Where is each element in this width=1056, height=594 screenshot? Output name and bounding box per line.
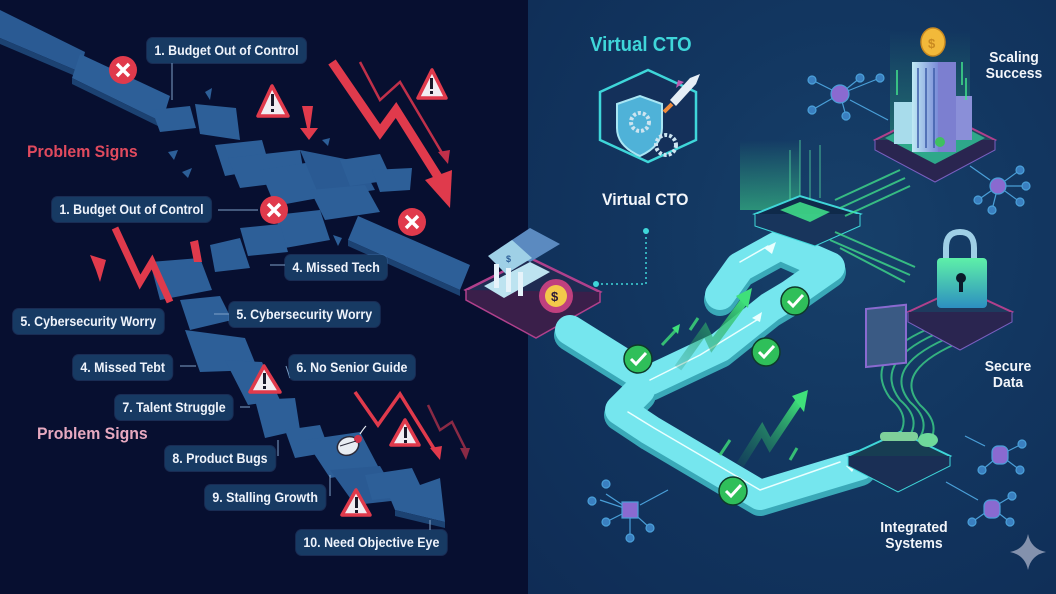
down-trend-arrow-head: [430, 446, 442, 460]
problem-label-talent: 7. Talent Struggle: [115, 395, 234, 420]
building-icon: $: [872, 27, 998, 183]
down-trend-arrow-head: [438, 150, 450, 164]
problem-signs-heading: Problem Signs: [27, 142, 138, 161]
down-trend-arrow-icon: [328, 59, 444, 183]
problem-label-missed-tebt: 4. Missed Tebt: [73, 355, 173, 380]
warning-triangle-icon: [248, 364, 282, 394]
problem-label-growth: 9. Stalling Growth: [205, 485, 326, 510]
scaling-success-label: Scaling Success: [981, 50, 1048, 82]
integrated-systems-line1: Integrated: [880, 519, 948, 536]
database-node-icon: [945, 481, 1017, 527]
sparkle-icon: [1010, 534, 1046, 570]
svg-text:$: $: [928, 36, 936, 51]
network-node-icon: [587, 479, 669, 543]
secure-data-line2: Data: [992, 374, 1024, 391]
problem-label-senior-guide: 6. No Senior Guide: [289, 355, 415, 380]
problem-label-cybersecurity: 5. Cybersecurity Worry: [229, 302, 380, 327]
database-node-icon: [964, 435, 1027, 475]
problem-label-objective-eye: 10. Need Objective Eye: [296, 530, 447, 555]
path-arrow: [752, 312, 762, 322]
down-trend-arrow-head: [460, 448, 470, 460]
down-trend-arrow-icon: [111, 226, 174, 304]
check-circle-icon: [623, 344, 653, 374]
warning-triangle-icon: [416, 68, 448, 100]
integrated-systems-line2: Systems: [885, 535, 943, 552]
up-trend-arrow-icon: [718, 390, 808, 468]
problem-signs-heading: Problem Signs: [37, 424, 148, 443]
x-circle-icon: [109, 56, 137, 84]
down-trend-arrow-icon: [353, 390, 438, 453]
down-trend-arrow-icon: [426, 404, 468, 451]
check-circle-icon: [751, 337, 781, 367]
scaling-success-line1: Scaling: [989, 49, 1039, 66]
down-trend-arrow-icon: [358, 61, 447, 159]
problem-label-budget: 1. Budget Out of Control: [52, 197, 211, 222]
problem-label-bugs: 8. Product Bugs: [165, 446, 275, 471]
label-connectors: [171, 63, 431, 530]
up-trend-arrow-icon: [660, 288, 752, 371]
warning-triangle-icon: [389, 418, 421, 447]
down-trend-arrow-head: [425, 170, 452, 208]
lock-icon: [905, 228, 1015, 351]
virtual-cto-title: Virtual CTO: [590, 34, 692, 56]
check-circle-icon: [718, 476, 748, 506]
success-path: [554, 230, 876, 516]
integrated-systems-label: Integrated Systems: [869, 520, 958, 552]
broken-path: [0, 10, 470, 528]
down-arrow-icon: [300, 106, 318, 140]
secure-data-line1: Secure: [984, 358, 1032, 375]
bug-icon: [336, 425, 367, 457]
problem-label-budget: 1. Budget Out of Control: [147, 38, 306, 63]
broken-shard-red: [190, 240, 202, 262]
svg-text:$: $: [551, 289, 559, 304]
scaling-success-line2: Success: [985, 65, 1043, 82]
shield-gears-rocket-icon: [598, 68, 700, 164]
check-circle-icon: [780, 286, 810, 316]
warning-triangle-icon: [256, 84, 290, 118]
x-circle-icon: [398, 208, 426, 236]
integration-window-icon: [845, 303, 953, 493]
svg-text:$: $: [506, 254, 511, 264]
virtual-cto-caption: Virtual CTO: [602, 190, 689, 209]
network-node-icon: [807, 73, 889, 121]
data-stream: [829, 169, 916, 283]
broken-shard-red: [90, 255, 106, 282]
secure-data-label: Secure Data: [978, 359, 1038, 391]
data-hub-platform: [740, 140, 863, 247]
network-node-icon: [969, 165, 1031, 215]
bank-icon: $ $: [463, 228, 603, 339]
problem-label-missed-tech: 4. Missed Tech: [285, 255, 388, 280]
warning-triangle-icon: [340, 488, 372, 517]
dotted-connector: [593, 228, 649, 287]
problem-label-cybersecurity: 5. Cybersecurity Worry: [13, 309, 164, 334]
x-circle-icon: [260, 196, 288, 224]
path-arrow: [764, 242, 776, 254]
